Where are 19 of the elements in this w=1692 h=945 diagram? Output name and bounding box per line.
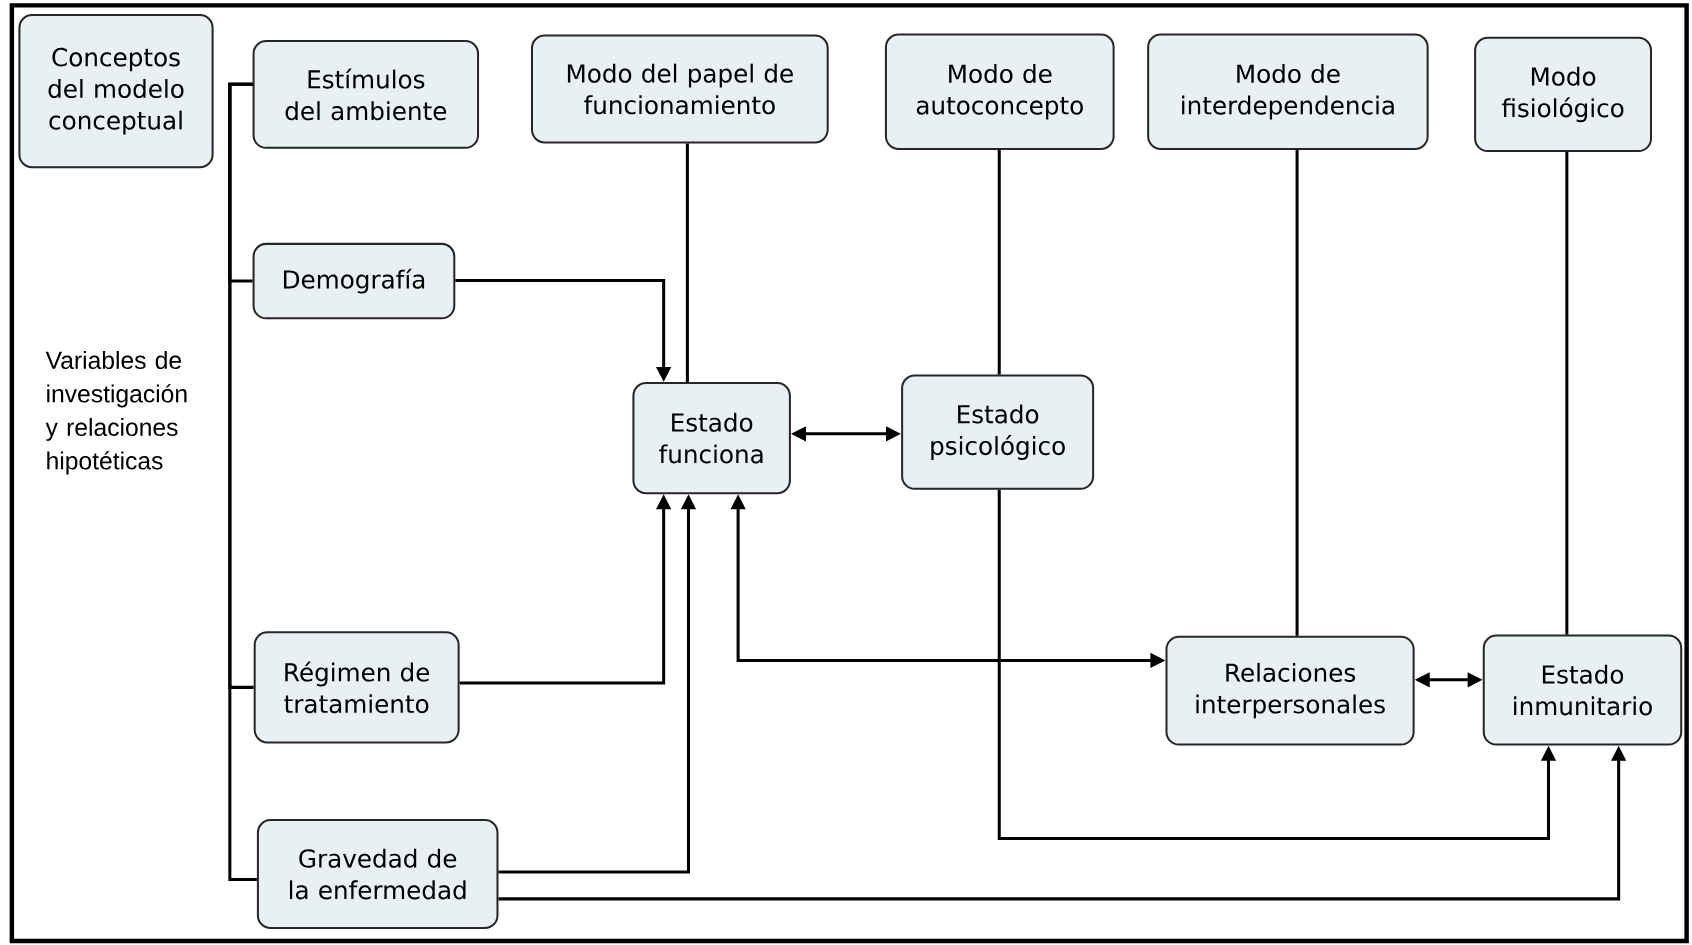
side-note: Variables de investigación y relaciones hipotéticas: [45, 350, 187, 475]
rounded-box: Modo del papel de funcionamiento: [531, 34, 829, 144]
rounded-box: Estado inmunitario: [1482, 634, 1683, 746]
rounded-box: Gravedad de la enfermedad: [256, 818, 499, 929]
rounded-box: Modo de interdependencia: [1147, 33, 1429, 150]
rounded-box: Régimen de tratamiento: [253, 631, 460, 744]
rounded-box: Modo de autoconcepto: [884, 33, 1115, 150]
rounded-box: Relaciones interpersonales: [1165, 635, 1415, 746]
connector-line: [1565, 151, 1569, 635]
connector-line: [685, 143, 689, 382]
rounded-box: Demografía: [252, 242, 456, 320]
rounded-box: Estado funciona: [632, 381, 791, 495]
rounded-box: Estímulos del ambiente: [252, 39, 480, 149]
connector-line: [1295, 149, 1299, 636]
connector-line: [228, 82, 257, 881]
rounded-box: Conceptos del modelo conceptual: [18, 13, 214, 169]
rounded-box: Estado psicológico: [901, 374, 1095, 490]
rounded-box: Modo fisiológico: [1474, 36, 1652, 152]
connector-line: [997, 149, 1001, 375]
